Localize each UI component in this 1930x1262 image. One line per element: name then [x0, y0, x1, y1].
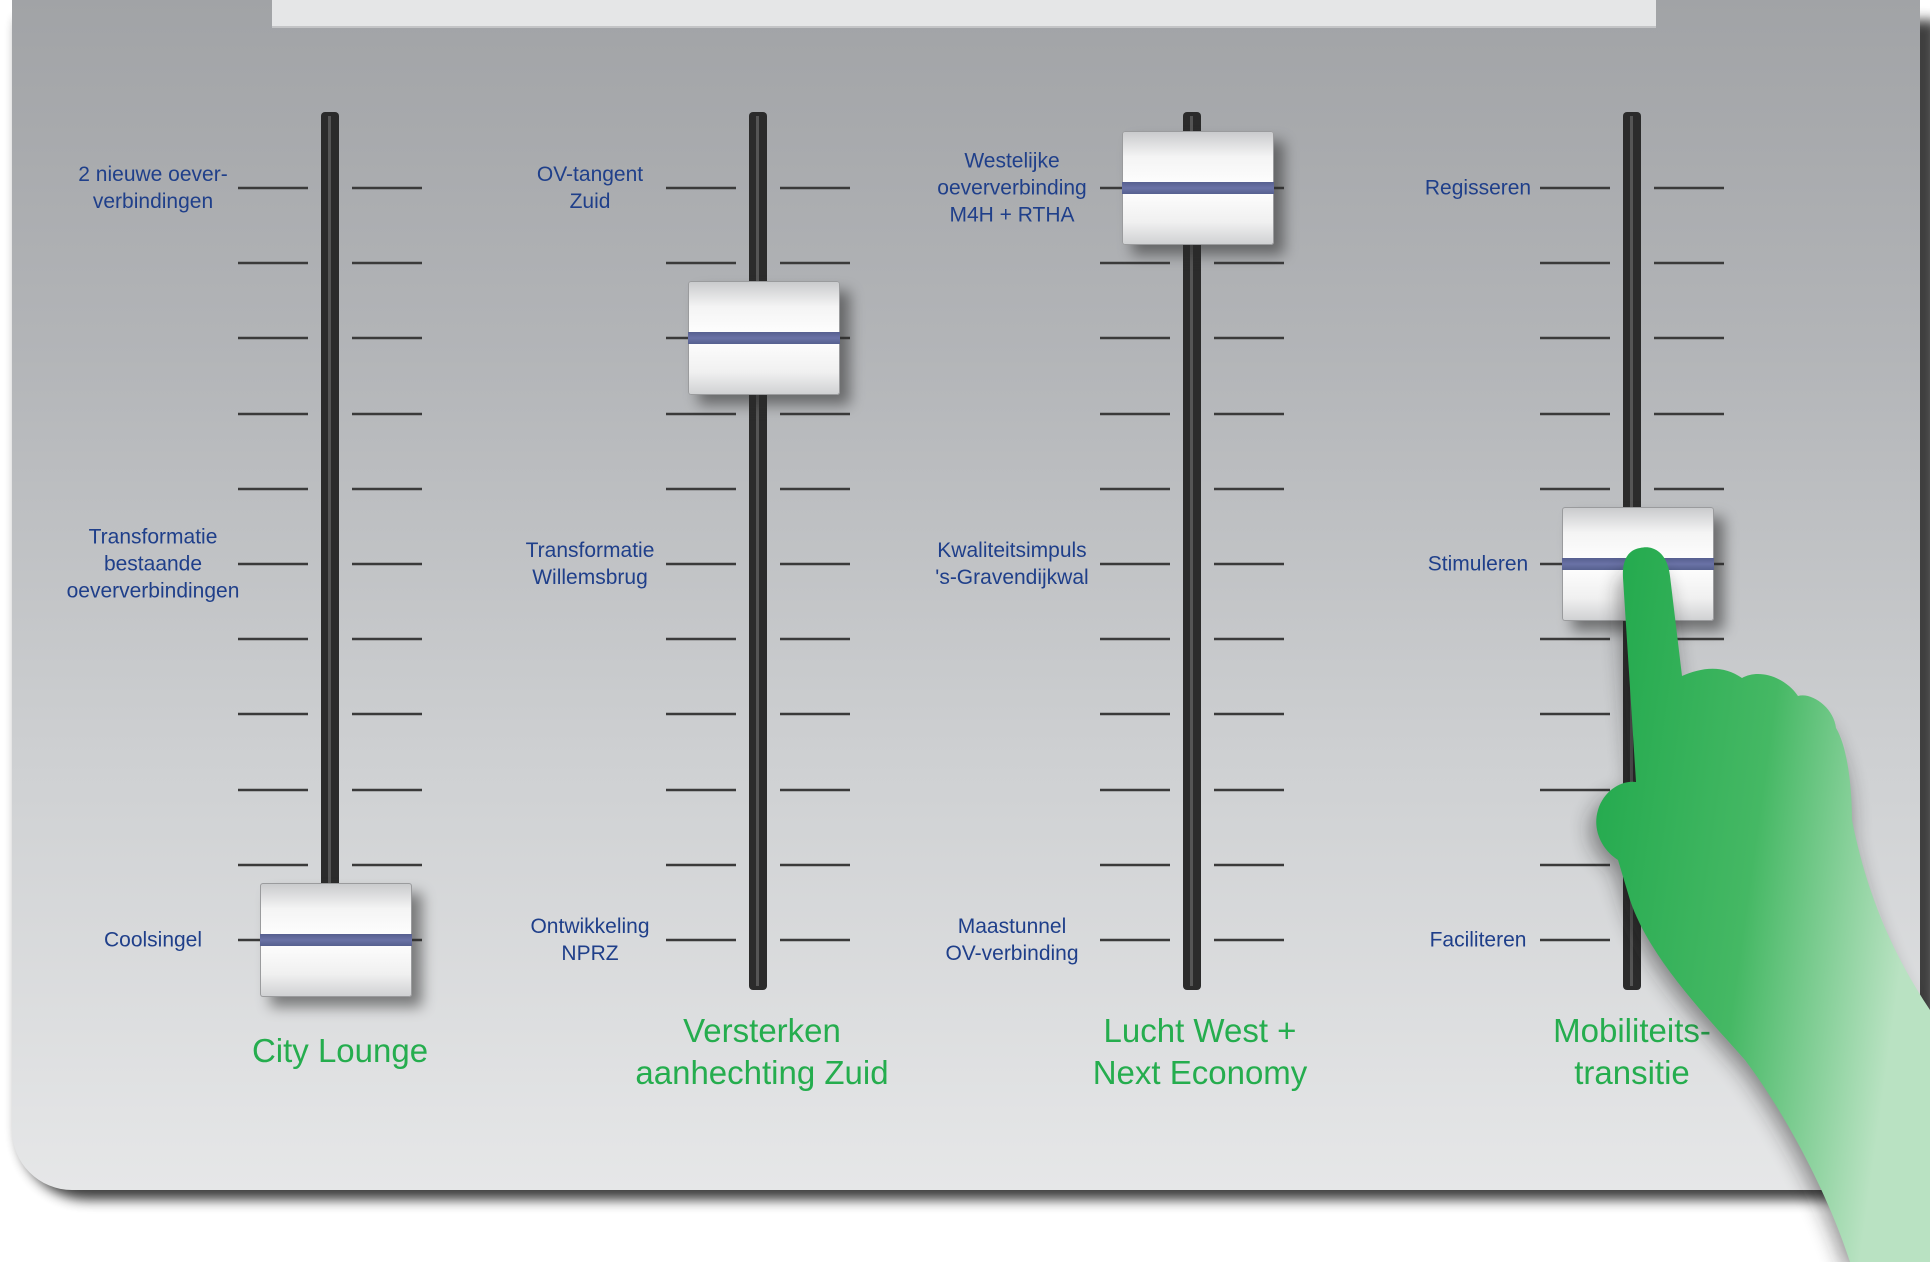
fader-knob-mobiliteitstransitie[interactable] [1562, 507, 1724, 631]
fader-label-lucht-west-next-economy: Maastunnel OV-verbinding [945, 915, 1079, 965]
fader-track-highlight [756, 116, 759, 986]
fader-track-highlight [328, 116, 331, 986]
fader-title-lucht-west-next-economy: Lucht West + Next Economy [1092, 1012, 1308, 1091]
fader-knob-part [1562, 507, 1714, 564]
fader-knob-part [1122, 182, 1274, 194]
fader-label-versterken-aanhechting-zuid: OV-tangent Zuid [536, 163, 644, 213]
fader-knob-part [1562, 558, 1714, 570]
fader-knob-part [260, 934, 412, 946]
fader-knob-part [260, 883, 412, 940]
fader-label-mobiliteitstransitie: Stimuleren [1427, 552, 1529, 576]
fader-label-lucht-west-next-economy: Westelijke oeververbinding M4H + RTHA [937, 149, 1087, 227]
fader-knob-part [1122, 188, 1274, 245]
fader-knob-part [688, 281, 840, 339]
fader-knob-city-lounge[interactable] [260, 883, 422, 1007]
fader-label-city-lounge: Coolsingel [103, 928, 203, 952]
fader-knob-lucht-west-next-economy[interactable] [1122, 131, 1284, 255]
fader-title-versterken-aanhechting-zuid: Versterken aanhechting Zuid [635, 1012, 889, 1091]
fader-knob-part [688, 332, 840, 345]
fader-track-highlight [1190, 116, 1193, 986]
top-strip [272, 0, 1656, 28]
fader-label-lucht-west-next-economy: Kwaliteitsimpuls 's-Gravendijkwal [935, 539, 1089, 589]
fader-label-mobiliteitstransitie: Faciliteren [1429, 928, 1527, 952]
fader-knob-part [688, 338, 840, 396]
fader-title-mobiliteitstransitie: Mobiliteits- transitie [1553, 1012, 1711, 1091]
fader-label-mobiliteitstransitie: Regisseren [1424, 176, 1532, 200]
fader-title-city-lounge: City Lounge [251, 1032, 429, 1069]
fader-label-versterken-aanhechting-zuid: Transformatie Willemsbrug [525, 539, 655, 589]
fader-label-city-lounge: 2 nieuwe oever- verbindingen [78, 163, 228, 213]
fader-knob-part [1562, 564, 1714, 621]
fader-label-city-lounge: Transformatie bestaande oeververbindinge… [66, 525, 240, 603]
fader-knob-part [260, 940, 412, 997]
fader-label-versterken-aanhechting-zuid: Ontwikkeling NPRZ [530, 915, 650, 965]
fader-knob-versterken-aanhechting-zuid[interactable] [688, 281, 850, 406]
fader-knob-part [1122, 131, 1274, 188]
